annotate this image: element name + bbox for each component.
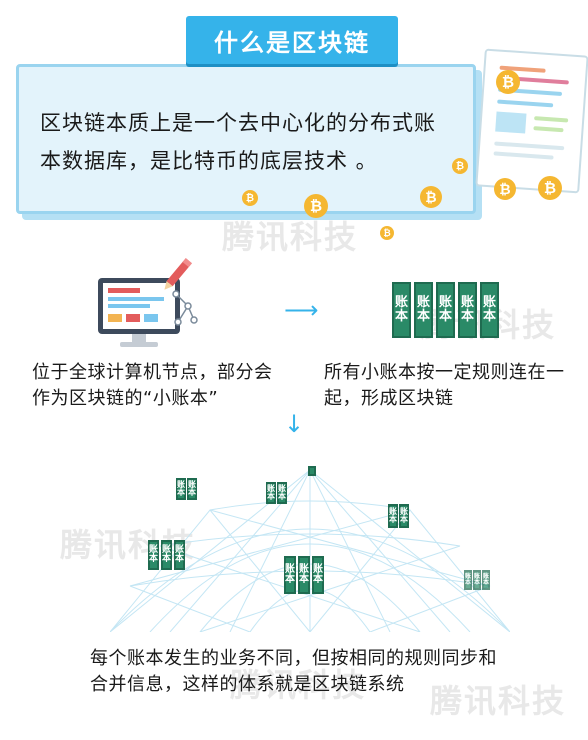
ledger-book-icon: 账本 <box>277 482 287 504</box>
intro-banner <box>16 64 476 214</box>
bitcoin-icon: ₿ <box>452 158 468 174</box>
arrow-down-icon: ↓ <box>284 410 305 438</box>
ledger-cluster: 账本 账本 账本 <box>148 540 185 570</box>
ledger-book-icon <box>308 466 316 476</box>
ledger-books: 账本 账本 账本 账本 账本 <box>392 282 499 338</box>
ledger-book-icon: 账本 <box>436 282 455 338</box>
caption-line: 所有小账本按一定规则连在一 <box>324 362 565 383</box>
bitcoin-icon: ₿ <box>380 226 394 240</box>
bitcoin-icon: ₿ <box>494 178 516 200</box>
ledger-book-icon: 账本 <box>176 478 186 500</box>
pen-icon <box>160 256 192 296</box>
ledger-book-icon: 账本 <box>482 570 490 590</box>
intro-line: 本数据库，是比特币的底层技术 。 <box>40 149 378 173</box>
ledger-book-icon: 账本 <box>458 282 477 338</box>
ledger-book-icon: 账本 <box>399 504 409 528</box>
caption-line: 位于全球计算机节点，部分会 <box>32 362 273 383</box>
watermark: 腾讯科技 <box>222 218 359 256</box>
ledger-book-icon: 账本 <box>187 478 197 500</box>
bottom-caption: 每个账本发生的业务不同，但按相同的规则同步和 合并信息，这样的体系就是区块链系统 <box>90 646 497 698</box>
caption-line: 每个账本发生的业务不同，但按相同的规则同步和 <box>90 648 497 669</box>
left-caption: 位于全球计算机节点，部分会 作为区块链的“小账本” <box>32 360 273 412</box>
ledger-cluster: 账本 账本 <box>176 478 197 500</box>
bitcoin-icon: ₿ <box>304 194 328 218</box>
bitcoin-icon: ₿ <box>242 190 258 206</box>
ledger-book-icon: 账本 <box>312 556 324 594</box>
globe-network-icon <box>109 466 511 633</box>
ledger-book-icon: 账本 <box>388 504 398 528</box>
ledger-book-icon: 账本 <box>284 556 296 594</box>
bitcoin-icon: ₿ <box>496 70 520 94</box>
intro-line: 区块链本质上是一个去中心化的分布式账 <box>40 111 436 135</box>
caption-line: 作为区块链的“小账本” <box>32 388 219 409</box>
ledger-book-icon: 账本 <box>480 282 499 338</box>
ledger-book-icon: 账本 <box>298 556 310 594</box>
ledger-book-icon: 账本 <box>148 540 159 570</box>
bitcoin-icon: ₿ <box>538 176 562 200</box>
ledger-book-icon: 账本 <box>414 282 433 338</box>
ledger-cluster: 账本 账本 账本 <box>284 556 324 594</box>
monitor-icon <box>96 272 196 350</box>
page-title: 什么是区块链 <box>186 16 398 64</box>
ledger-book-icon: 账本 <box>161 540 172 570</box>
bitcoin-icon: ₿ <box>420 186 442 208</box>
ledger-book-icon: 账本 <box>464 570 472 590</box>
ledger-cluster <box>308 466 316 476</box>
ledger-cluster: 账本 账本 账本 <box>464 570 490 590</box>
ledger-book-icon: 账本 <box>473 570 481 590</box>
ledger-book-icon: 账本 <box>392 282 411 338</box>
right-caption: 所有小账本按一定规则连在一 起，形成区块链 <box>324 360 565 412</box>
network-nodes-icon <box>172 290 202 330</box>
ledger-book-icon: 账本 <box>266 482 276 504</box>
caption-line: 合并信息，这样的体系就是区块链系统 <box>90 674 405 695</box>
caption-line: 起，形成区块链 <box>324 388 454 409</box>
ledger-cluster: 账本 账本 <box>266 482 287 504</box>
ledger-book-icon: 账本 <box>174 540 185 570</box>
arrow-right-icon: ⟶ <box>284 296 319 324</box>
document-illustration <box>475 48 588 194</box>
intro-text: 区块链本质上是一个去中心化的分布式账 本数据库，是比特币的底层技术 。 <box>40 104 460 180</box>
ledger-cluster: 账本 账本 <box>388 504 409 528</box>
